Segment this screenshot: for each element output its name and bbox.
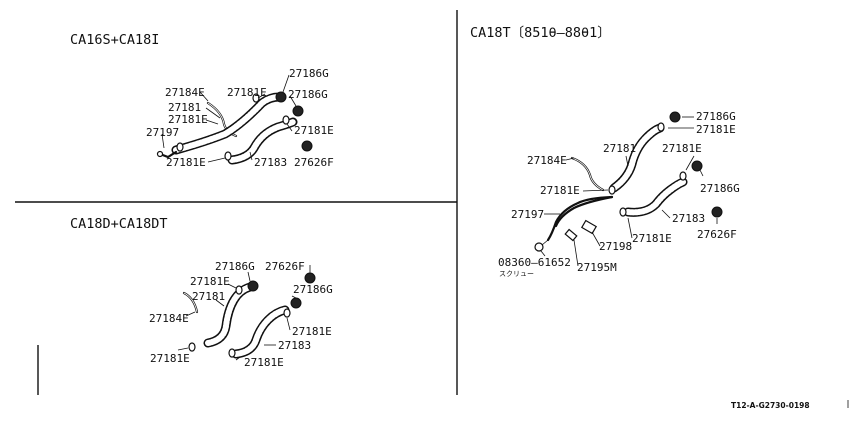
- cap-icon: [711, 206, 723, 218]
- figure-code: T12-A-G2730-0198: [731, 401, 810, 410]
- clamp-icon: [252, 93, 260, 103]
- label-27181E: 27181E: [190, 275, 230, 288]
- label-27181E: 27181E: [632, 232, 672, 245]
- clamp-icon: [176, 142, 184, 152]
- label-27184E: 27184E: [165, 86, 205, 99]
- label-27184E: 27184E: [527, 154, 567, 167]
- label-27197: 27197: [146, 126, 179, 139]
- label-27626F: 27626F: [265, 260, 305, 273]
- panel-3-parts: [534, 111, 723, 252]
- label-27181E: 27181E: [662, 142, 702, 155]
- label-27186G: 27186G: [288, 88, 328, 101]
- label-27183: 27183: [278, 339, 311, 352]
- label-27186G: 27186G: [289, 67, 329, 80]
- label-27181: 27181: [168, 101, 201, 114]
- cap-icon: [292, 105, 304, 117]
- panel-title-ca16s-ca18i: CA16S+CA18I: [70, 32, 159, 48]
- bracket-icon: [564, 228, 578, 242]
- label-27181E: 27181E: [227, 86, 267, 99]
- label-27183: 27183: [254, 156, 287, 169]
- panel-3-leaders: [540, 116, 718, 267]
- label-27181: 27181: [192, 290, 225, 303]
- bolt-icon: [534, 242, 544, 252]
- clamp-icon: [282, 115, 290, 125]
- clamp-icon: [283, 308, 291, 318]
- clamp-icon: [619, 207, 627, 217]
- clamp-icon: [608, 185, 616, 195]
- bolt-icon: [156, 150, 164, 158]
- clamp-icon: [228, 348, 236, 358]
- label-27195M: 27195M: [577, 261, 617, 274]
- clamp-icon: [657, 122, 665, 132]
- label-27626F: 27626F: [294, 156, 334, 169]
- panel-2-parts: [182, 272, 316, 359]
- label-08360-61652: 08360—61652: [498, 256, 571, 269]
- label-27186G: 27186G: [700, 182, 740, 195]
- label-27181: 27181: [603, 142, 636, 155]
- panel-2-leaders: [177, 265, 311, 361]
- label-27181E: 27181E: [168, 113, 208, 126]
- label-27181E: 27181E: [696, 123, 736, 136]
- panel-1-leaders: [161, 74, 297, 163]
- clamp-icon: [188, 342, 196, 352]
- pipe-icon: [546, 195, 614, 242]
- cap-icon: [247, 280, 259, 292]
- label-27626F: 27626F: [697, 228, 737, 241]
- screw-note: スクリュー: [499, 270, 534, 278]
- label-27186G: 27186G: [215, 260, 255, 273]
- label-27181E: 27181E: [292, 325, 332, 338]
- cap-icon: [275, 91, 287, 103]
- cap-icon: [691, 160, 703, 172]
- clamp-icon: [235, 285, 243, 295]
- panel-title-ca18t: CA18T〔851θ—88θ1〕: [470, 25, 611, 41]
- label-27181E: 27181E: [166, 156, 206, 169]
- label-27184E: 27184E: [149, 312, 189, 325]
- label-27181E: 27181E: [294, 124, 334, 137]
- label-27197: 27197: [511, 208, 544, 221]
- cap-icon: [669, 111, 681, 123]
- label-27181E: 27181E: [540, 184, 580, 197]
- bracket-icon: [580, 219, 598, 235]
- clamp-icon: [679, 171, 687, 181]
- label-27181E: 27181E: [244, 356, 284, 369]
- cap-icon: [290, 297, 302, 309]
- clamp-icon: [224, 151, 232, 161]
- label-27181E: 27181E: [150, 352, 190, 365]
- panel-title-ca18d-ca18dt: CA18D+CA18DT: [70, 216, 168, 232]
- label-27186G: 27186G: [293, 283, 333, 296]
- cap-icon: [304, 272, 316, 284]
- label-27198: 27198: [599, 240, 632, 253]
- label-27186G: 27186G: [696, 110, 736, 123]
- label-27183: 27183: [672, 212, 705, 225]
- cap-icon: [301, 140, 313, 152]
